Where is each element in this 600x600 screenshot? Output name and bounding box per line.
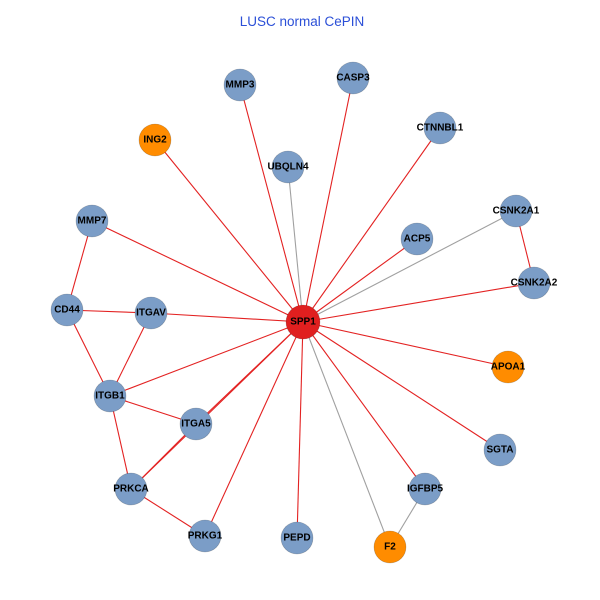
edge-SPP1-CASP3	[302, 77, 354, 323]
node-PEPD	[280, 521, 314, 555]
edge-SPP1-PRKCA	[130, 321, 304, 490]
edge-SPP1-CTNNBL1	[302, 127, 441, 323]
edge-CD44-ITGB1	[66, 309, 111, 397]
node-MMP3	[223, 68, 257, 102]
node-CTNNBL1	[423, 111, 457, 145]
edge-SPP1-ACP5	[302, 238, 418, 323]
node-PRKG1	[188, 519, 222, 553]
edge-SPP1-SGTA	[302, 321, 501, 451]
node-CASP3	[336, 61, 370, 95]
edge-SPP1-ITGB1	[109, 321, 304, 397]
node-F2	[373, 530, 407, 564]
edge-SPP1-F2	[302, 321, 391, 548]
edge-SPP1-IGFBP5	[302, 321, 426, 490]
node-ITGAV	[134, 296, 168, 330]
node-CD44	[50, 293, 84, 327]
edge-SPP1-MMP7	[91, 220, 304, 323]
edges-layer	[66, 77, 535, 548]
node-SPP1	[285, 304, 321, 340]
node-APOA1	[491, 350, 525, 384]
node-IGFBP5	[408, 472, 442, 506]
node-ITGA5	[179, 407, 213, 441]
edge-SPP1-PEPD	[296, 321, 304, 539]
node-MMP7	[75, 204, 109, 238]
node-PRKCA	[114, 472, 148, 506]
node-SGTA	[483, 433, 517, 467]
edge-SPP1-CSNK2A2	[302, 282, 535, 323]
edge-SPP1-PRKG1	[204, 321, 304, 537]
edge-SPP1-ING2	[154, 139, 304, 323]
node-CSNK2A2	[517, 266, 551, 300]
edge-SPP1-ITGAV	[150, 312, 304, 323]
node-ING2	[138, 123, 172, 157]
node-ITGB1	[93, 379, 127, 413]
chart-title: LUSC normal CePIN	[240, 14, 365, 29]
node-CSNK2A1	[499, 194, 533, 228]
edge-SPP1-APOA1	[302, 321, 509, 368]
node-ACP5	[400, 222, 434, 256]
node-UBQLN4	[271, 150, 305, 184]
edge-SPP1-UBQLN4	[287, 166, 304, 323]
edge-SPP1-MMP3	[239, 84, 304, 323]
edge-SPP1-CSNK2A1	[302, 210, 517, 323]
nodes-layer	[50, 61, 551, 564]
